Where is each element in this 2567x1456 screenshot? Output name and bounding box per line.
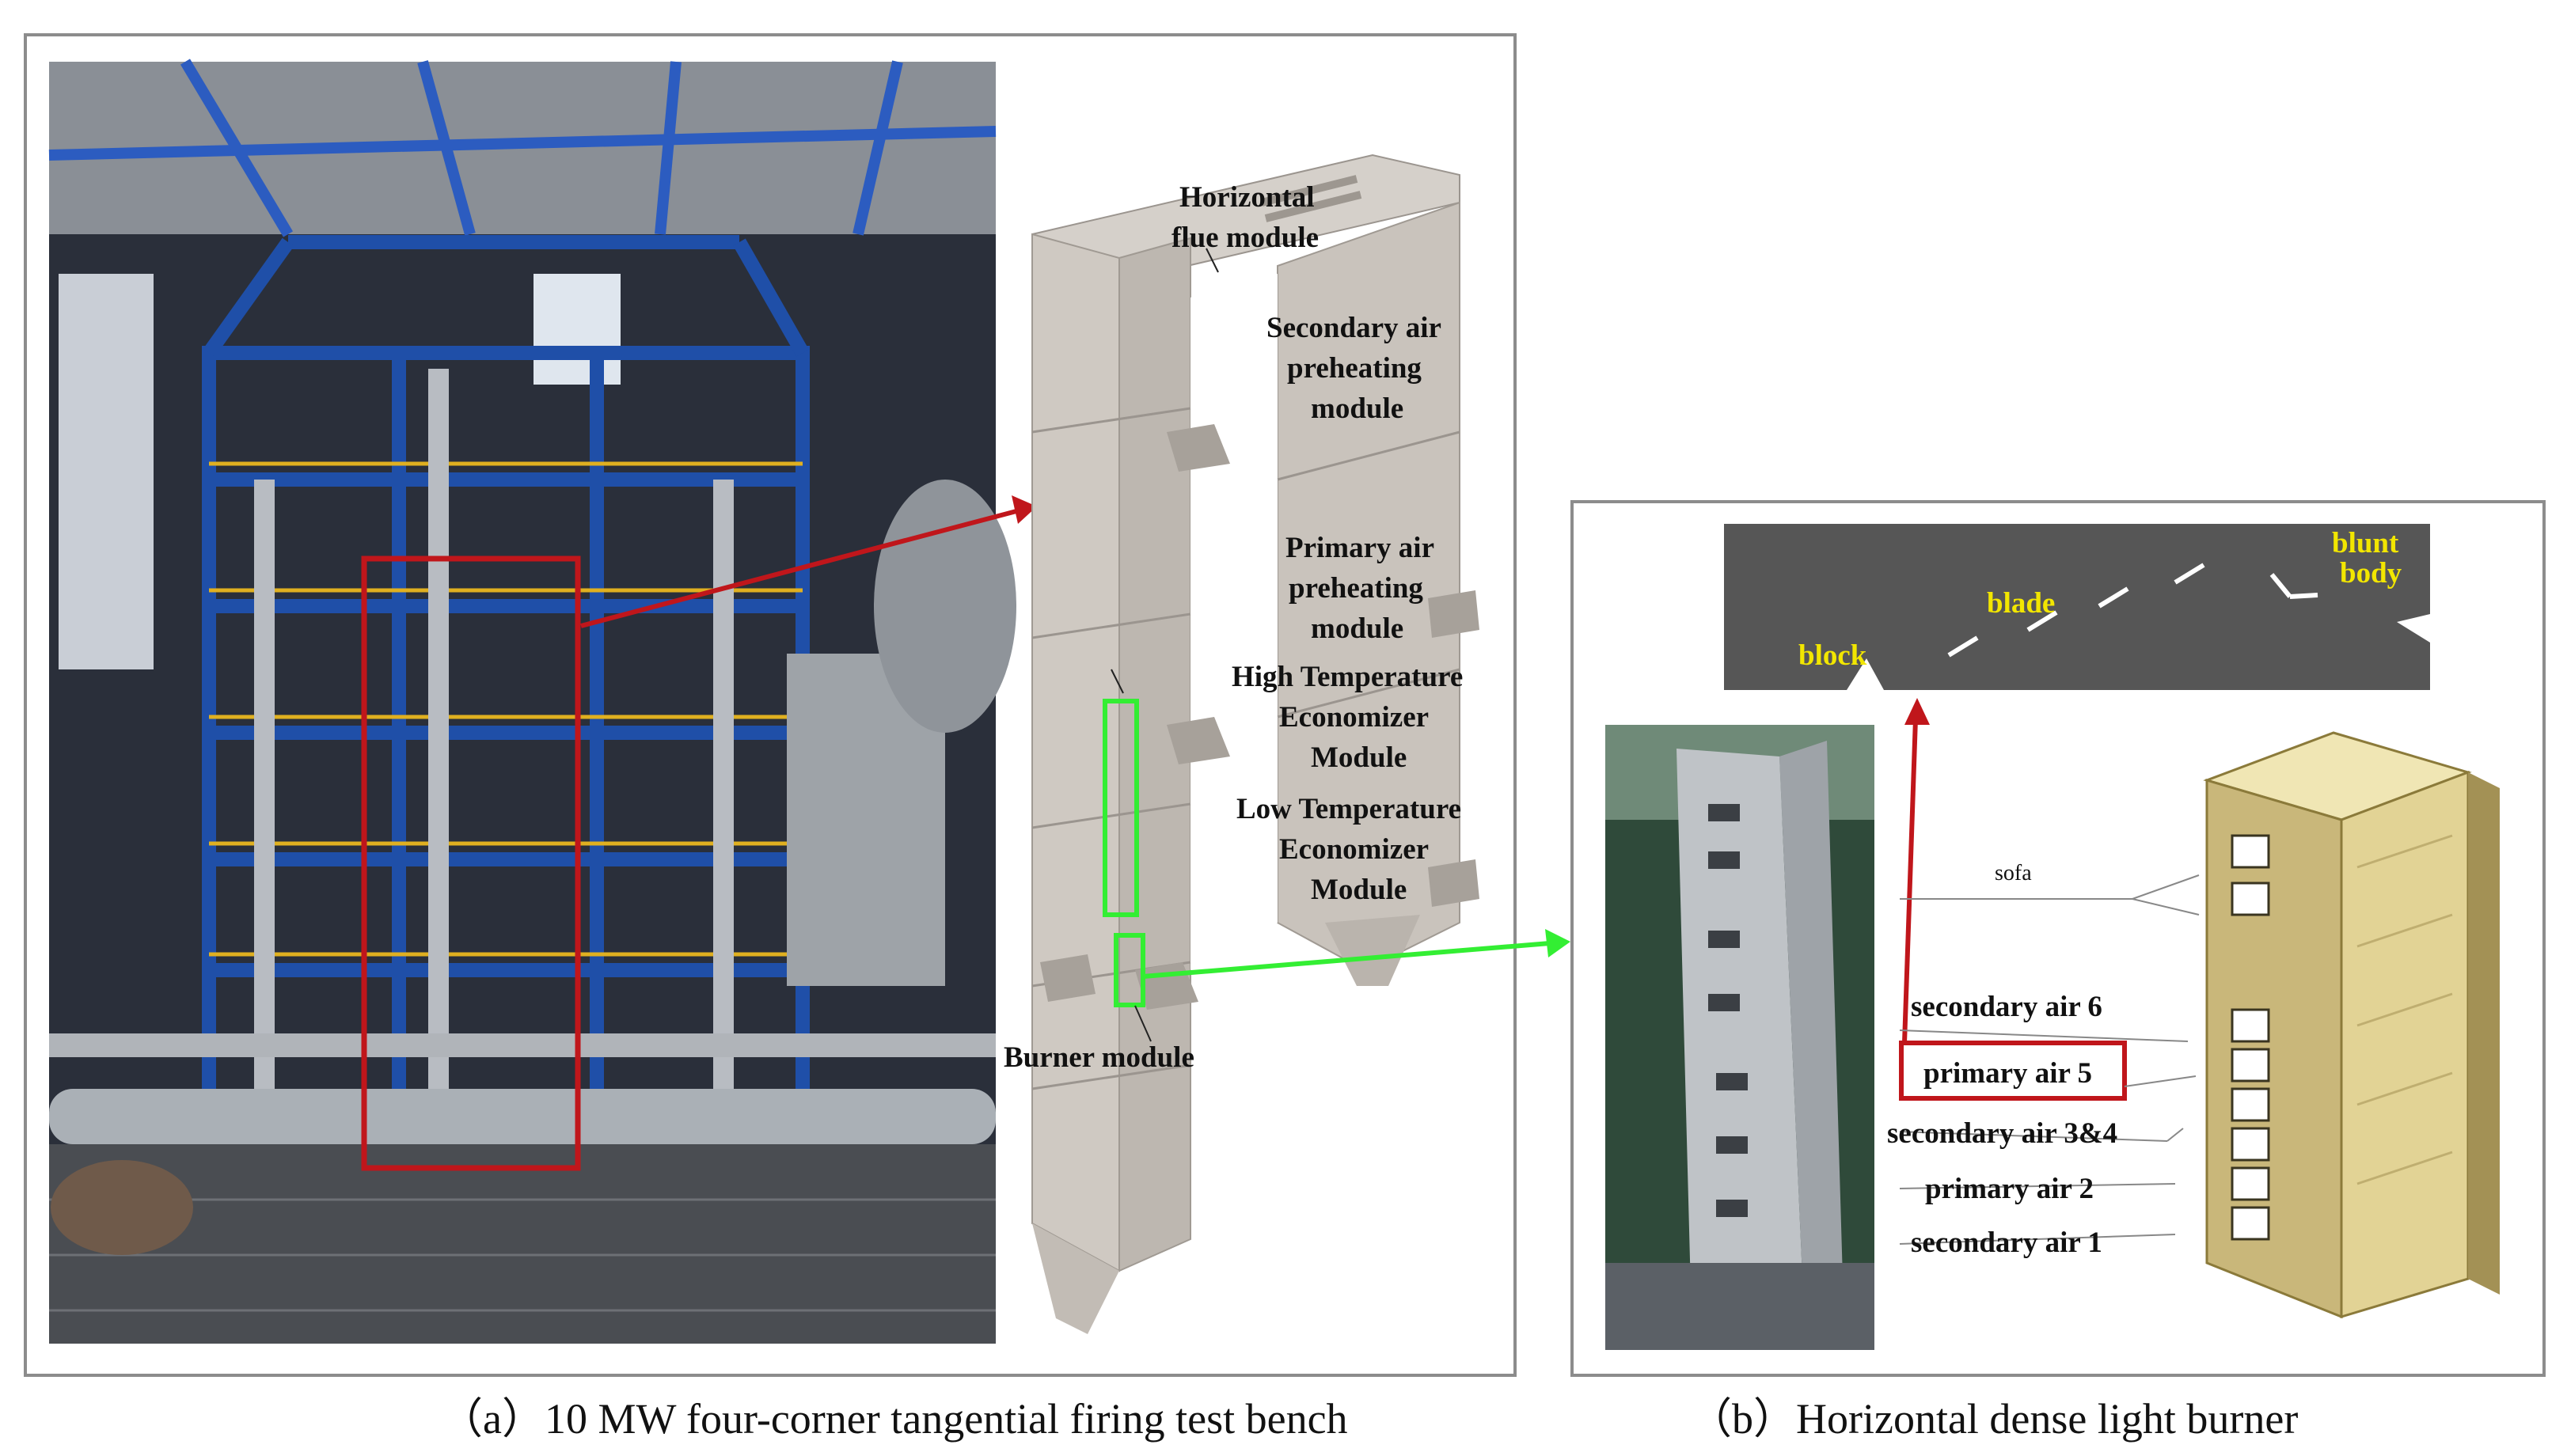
label-high-econ-2: Economizer (1279, 701, 1429, 734)
label-high-econ-3: Module (1311, 741, 1407, 774)
panel-a-figure: Horizontal flue module Secondary air pre… (48, 59, 1479, 1344)
module-labels: Horizontal flue module Secondary air pre… (1004, 181, 1463, 1074)
label-high-econ-1: High Temperature (1232, 661, 1463, 693)
panel-a: Horizontal flue module Secondary air pre… (24, 33, 1517, 1377)
label-primary-preheat-1: Primary air (1285, 532, 1434, 564)
label-primary-air-5: primary air 5 (1923, 1057, 2092, 1090)
label-primary-preheat-3: module (1311, 612, 1403, 645)
burner-photo (1605, 725, 1874, 1350)
arrow-red-photo-to-model (580, 495, 1037, 628)
nozzle-section-view (1724, 524, 2430, 690)
arrow-red-nozzle-to-section (1902, 698, 1930, 1044)
boiler-model (1031, 154, 1479, 1334)
label-secondary-air-6: secondary air 6 (1911, 991, 2102, 1023)
label-low-econ-3: Module (1311, 874, 1407, 906)
leader-lines-a (1111, 248, 1219, 1042)
label-low-econ-2: Economizer (1279, 833, 1429, 866)
label-blade: blade (1987, 587, 2055, 620)
label-secondary-preheat-1: Secondary air (1266, 312, 1441, 344)
label-sofa: sofa (1995, 861, 2032, 885)
label-body: body (2340, 557, 2402, 590)
panel-b-figure: blunt body blade block (1605, 524, 2500, 1350)
label-block: block (1798, 639, 1867, 672)
highlight-box-red (361, 555, 581, 1171)
label-secondary-air-1: secondary air 1 (1911, 1227, 2102, 1259)
label-blunt: blunt (2332, 527, 2399, 559)
caption-panel-a: （a）10 MW four-corner tangential firing t… (440, 1395, 1348, 1443)
label-horizontal-flue-2: flue module (1171, 222, 1319, 254)
label-burner-module: Burner module (1004, 1041, 1194, 1074)
burner-box-model (2203, 731, 2500, 1319)
highlight-box-primary-air-5 (1899, 1041, 2127, 1101)
caption-panel-b: （b）Horizontal dense light burner (1689, 1395, 2299, 1443)
label-primary-air-2: primary air 2 (1925, 1173, 2094, 1205)
nozzle-labels: secondary air 6 primary air 5 secondary … (1887, 991, 2117, 1259)
label-secondary-preheat-3: module (1311, 392, 1403, 425)
label-secondary-air-34: secondary air 3&4 (1887, 1117, 2117, 1150)
leader-lines-b (1899, 874, 2200, 1245)
label-secondary-preheat-2: preheating (1287, 352, 1422, 385)
test-bench-photo (48, 59, 1016, 1344)
section-labels: blunt body blade block (1798, 527, 2402, 672)
label-horizontal-flue-1: Horizontal (1179, 181, 1315, 214)
label-low-econ-1: Low Temperature (1236, 793, 1461, 825)
highlight-box-green-burner (1114, 933, 1145, 1007)
arrow-green-burner-to-panel-b (1142, 929, 1570, 979)
highlight-box-green-upper (1103, 699, 1139, 917)
panel-b: blunt body blade block (1570, 500, 2546, 1377)
label-primary-preheat-2: preheating (1289, 572, 1423, 605)
